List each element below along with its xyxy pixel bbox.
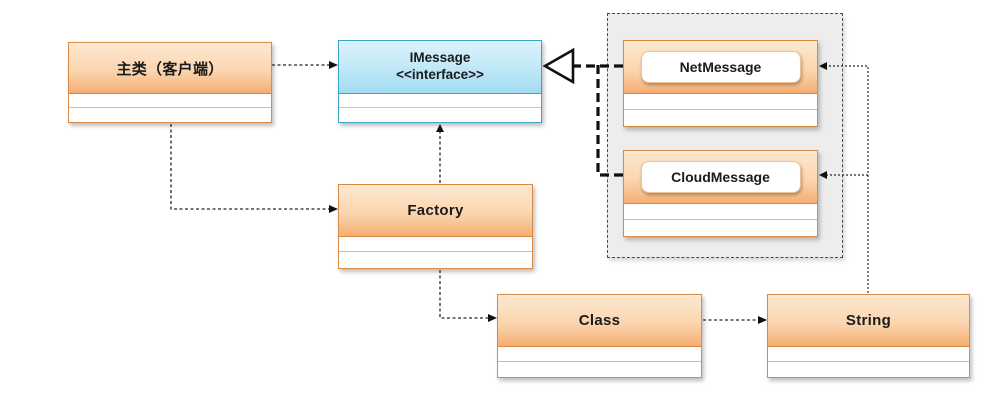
node-imessage-interface: IMessage <<interface>> [338, 40, 542, 123]
node-main-class-label: 主类（客户端） [116, 60, 224, 78]
node-imessage-header: IMessage <<interface>> [339, 41, 541, 94]
node-class: Class [497, 294, 702, 378]
node-cloud-message-pill: CloudMessage [640, 161, 801, 193]
arrowhead-icon [758, 316, 767, 324]
compartment [624, 220, 817, 236]
node-class-label: Class [578, 312, 621, 329]
node-imessage-title: IMessage [409, 50, 471, 66]
compartment [339, 252, 532, 268]
hollow-triangle-icon [542, 47, 575, 85]
arrowhead-icon [329, 205, 338, 213]
compartment [498, 362, 701, 377]
compartment [339, 237, 532, 252]
node-class-header: Class [498, 295, 701, 347]
node-string: String [767, 294, 970, 378]
node-factory-header: Factory [339, 185, 532, 237]
node-main-class: 主类（客户端） [68, 42, 272, 123]
edge-factory-to-class [439, 270, 488, 319]
node-string-header: String [768, 295, 969, 347]
compartment [339, 108, 541, 122]
compartment [339, 94, 541, 108]
compartment [69, 94, 271, 108]
arrowhead-icon [436, 124, 444, 132]
compartment [624, 94, 817, 110]
node-factory: Factory [338, 184, 533, 269]
node-string-label: String [845, 312, 892, 329]
compartment [768, 347, 969, 362]
compartment [498, 347, 701, 362]
node-net-message-label: NetMessage [679, 59, 762, 75]
edge-main-to-factory [170, 124, 329, 210]
node-factory-label: Factory [407, 202, 464, 219]
node-main-class-header: 主类（客户端） [69, 43, 271, 94]
node-cloud-message-label: CloudMessage [671, 169, 770, 185]
node-net-message: NetMessage [623, 40, 818, 127]
arrowhead-icon [329, 61, 338, 69]
node-net-message-header: NetMessage [624, 41, 817, 94]
arrowhead-icon [488, 314, 497, 322]
node-imessage-stereotype: <<interface>> [396, 67, 484, 82]
compartment [69, 108, 271, 122]
node-cloud-message: CloudMessage [623, 150, 818, 237]
compartment [624, 204, 817, 220]
node-net-message-pill: NetMessage [640, 51, 801, 83]
node-cloud-message-header: CloudMessage [624, 151, 817, 204]
compartment [768, 362, 969, 377]
compartment [624, 110, 817, 126]
